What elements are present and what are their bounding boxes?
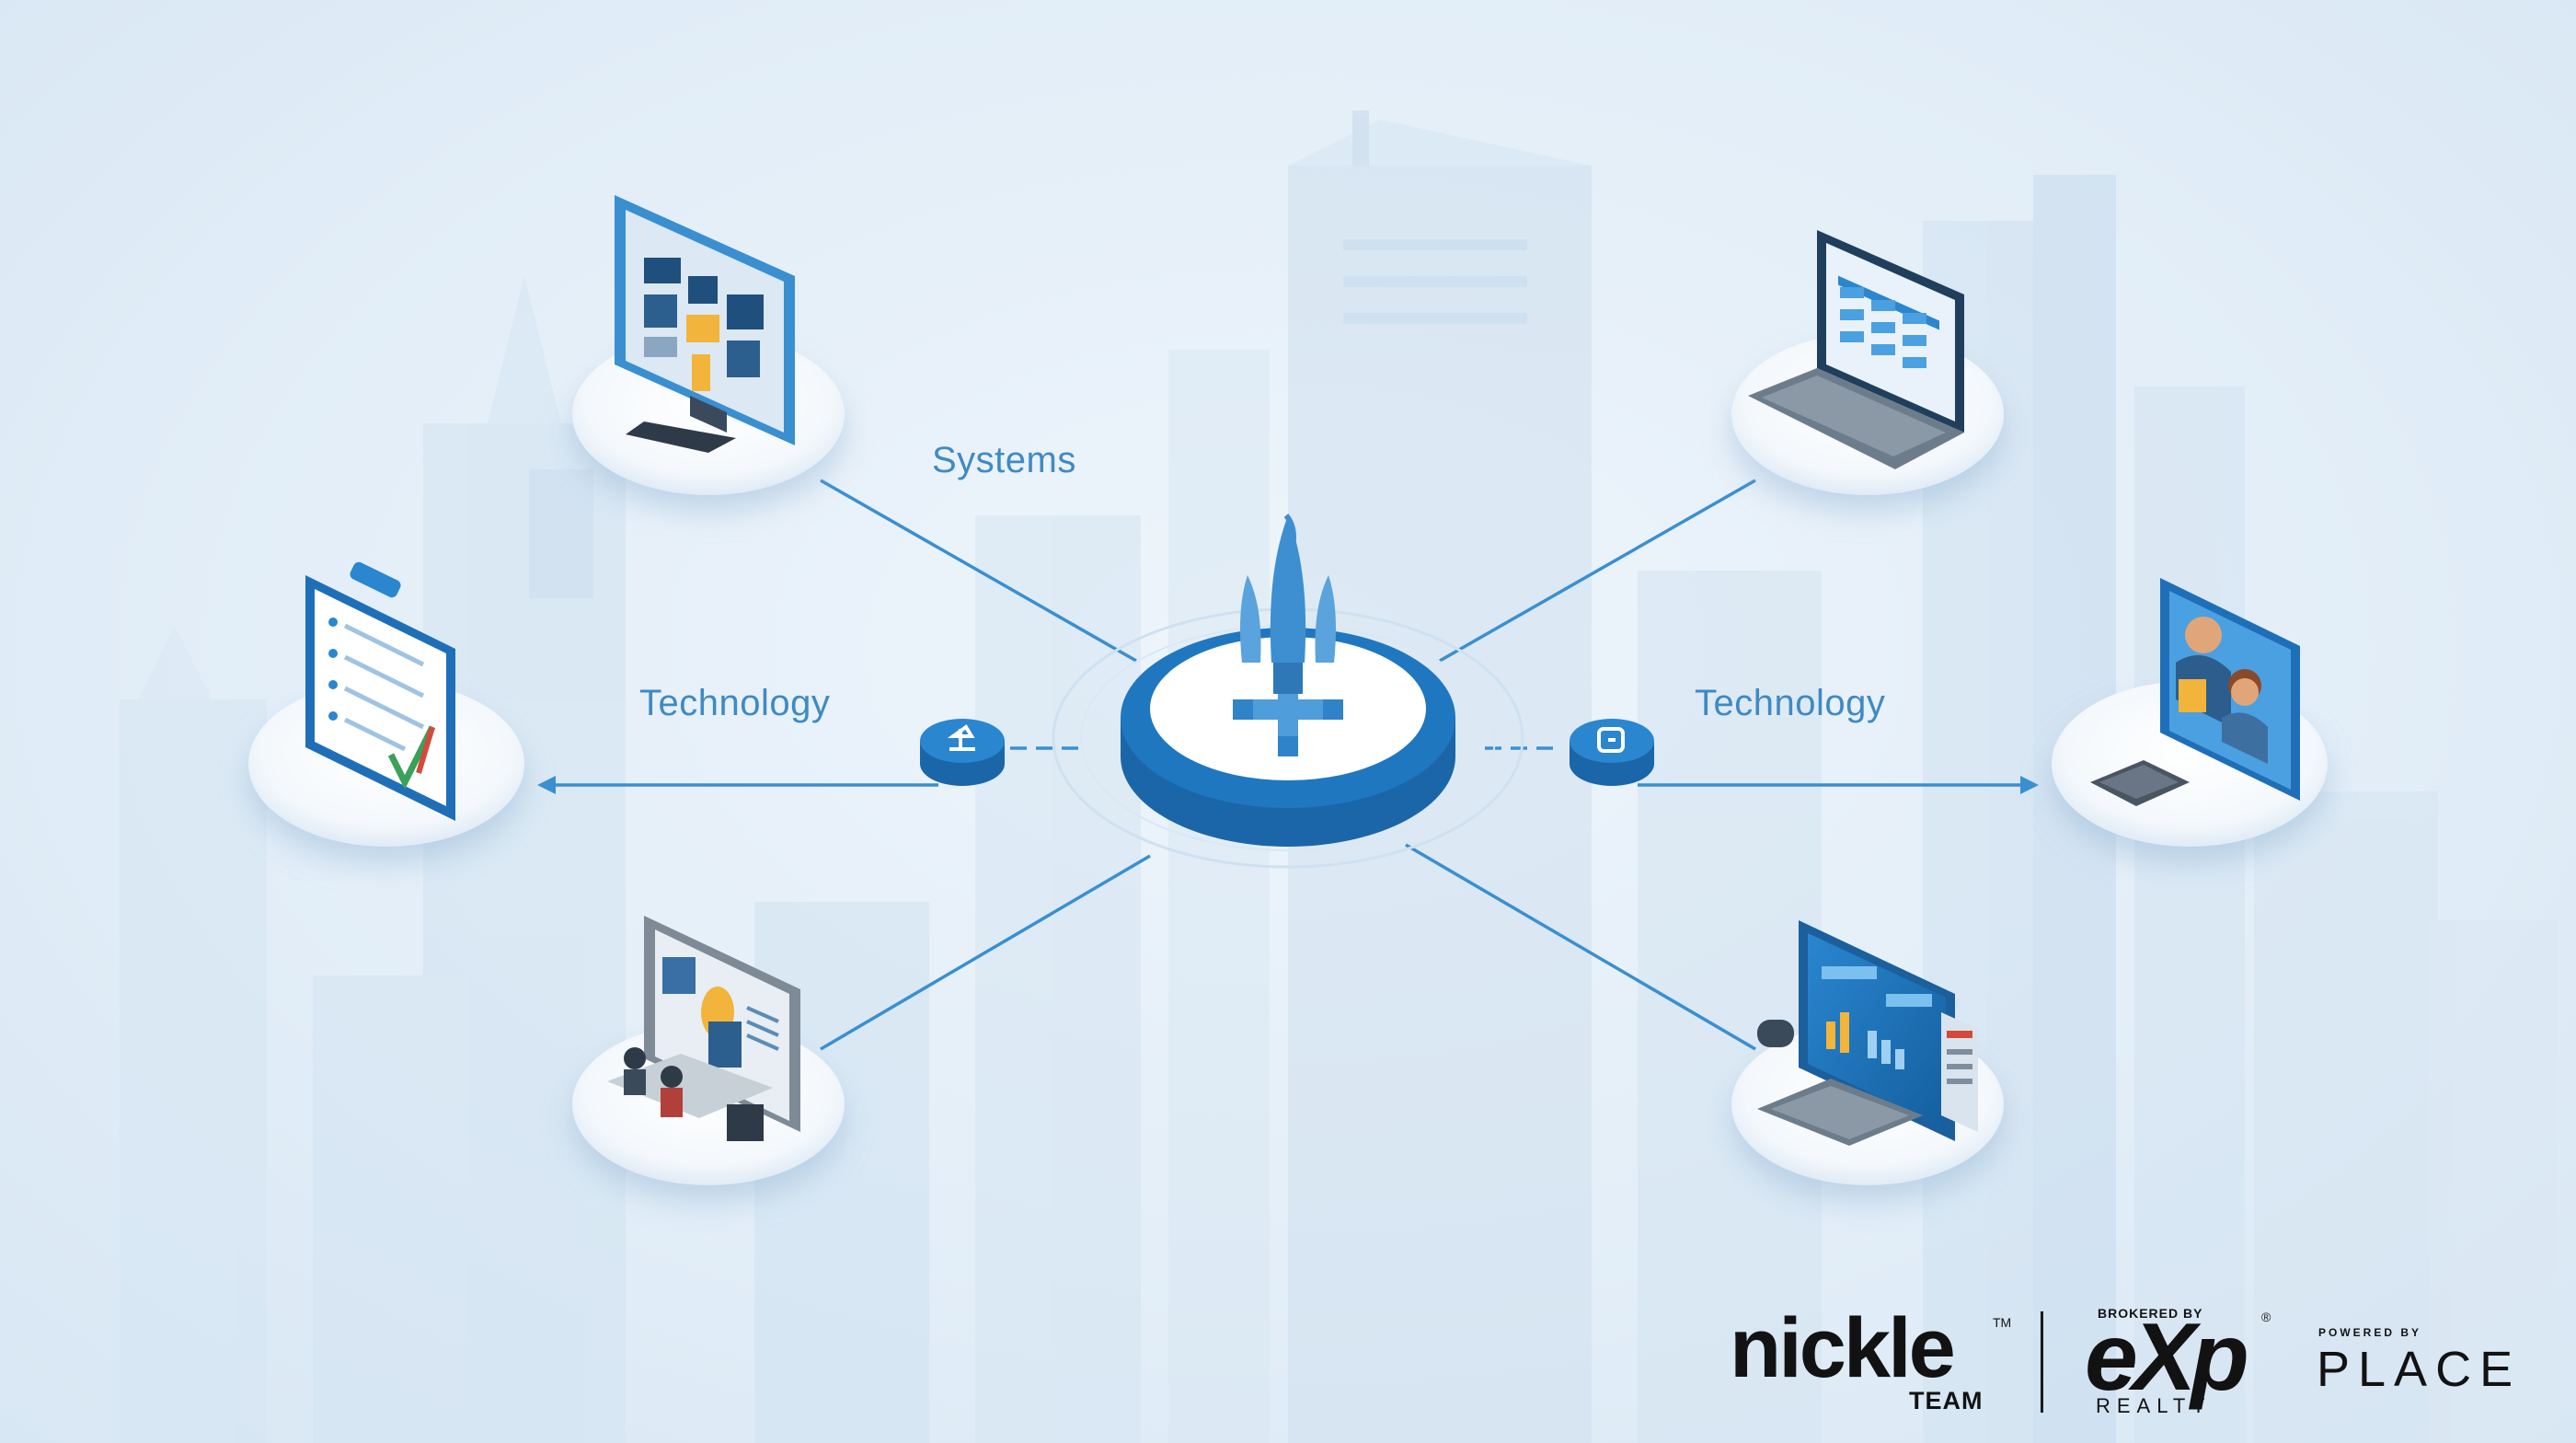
exp-logo: eXp — [2085, 1304, 2249, 1411]
laptop-spreadsheet-icon — [1748, 230, 1964, 469]
nickle-trademark: TM — [1993, 1315, 2012, 1330]
connector-lines — [543, 479, 2033, 1051]
sync-badge-icon — [1570, 719, 1654, 786]
logo-divider — [2041, 1311, 2043, 1413]
video-call-icon — [2090, 578, 2300, 806]
label-technology-right: Technology — [1695, 683, 1886, 723]
place-powered-by: POWERED BY — [2318, 1326, 2422, 1339]
exp-brokered-by: BROKERED BY — [2098, 1306, 2203, 1321]
label-systems: Systems — [932, 440, 1076, 480]
rocket-network-hub-icon — [1233, 514, 1343, 756]
central-hub — [1052, 514, 1524, 869]
brand-logos: nickle TM TEAM BROKERED BY eXp ® REALTY … — [1730, 1302, 2521, 1422]
place-logo: PLACE — [2317, 1342, 2522, 1397]
exp-realty-text: REALTY — [2096, 1394, 2212, 1417]
arrowhead-left — [537, 776, 556, 794]
workstation-icon — [607, 916, 800, 1141]
arrowhead-right — [2020, 776, 2039, 794]
nickle-team-text: TEAM — [1909, 1387, 1984, 1414]
nickle-logo: nickle — [1730, 1301, 1956, 1395]
label-technology-left: Technology — [639, 683, 831, 723]
wrench-badge-icon — [920, 719, 1005, 786]
clipboard-checklist-icon — [305, 561, 455, 821]
analytics-computer-icon — [1757, 920, 1978, 1146]
exp-registered-mark: ® — [2261, 1310, 2271, 1324]
monitor-dashboard-icon — [615, 195, 795, 453]
